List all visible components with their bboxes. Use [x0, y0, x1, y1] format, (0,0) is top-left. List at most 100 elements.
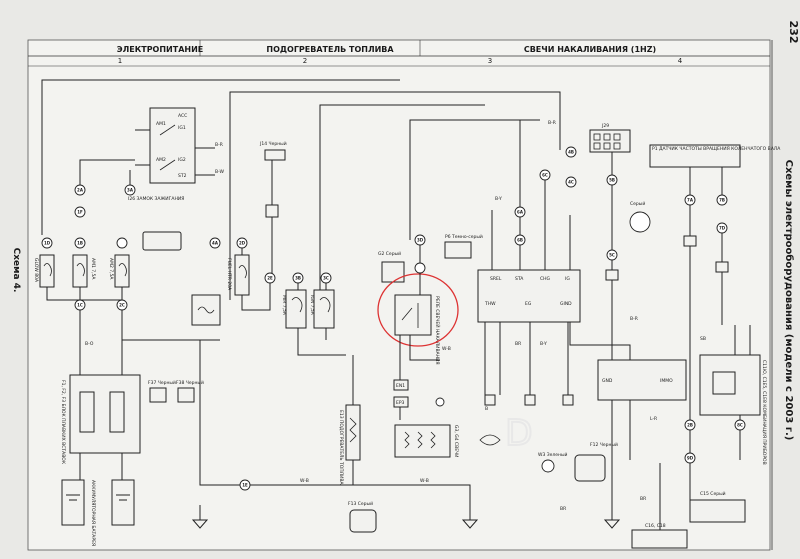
svg-text:ST2: ST2	[178, 173, 187, 179]
fuse-mir: MIR 7,5A	[281, 272, 307, 329]
svg-text:EG: EG	[525, 301, 532, 307]
svg-text:W-B: W-B	[420, 478, 429, 484]
connector-id-label: 3C	[323, 276, 329, 281]
connector-f38	[177, 387, 195, 403]
svg-text:J14 Черный: J14 Черный	[259, 140, 287, 147]
svg-text:P1 ДАТЧИК ЧАСТОТЫ ВРАЩЕНИЯ КОЛ: P1 ДАТЧИК ЧАСТОТЫ ВРАЩЕНИЯ КОЛЕНЧАТОГО В…	[652, 146, 781, 152]
svg-text:B-R: B-R	[548, 120, 556, 126]
header-power: ЭЛЕКТРОПИТАНИЕ	[117, 45, 204, 54]
connector-id-label: 4B	[568, 150, 574, 155]
connector-id-label: 1E	[242, 483, 248, 488]
svg-text:F38 Черный: F38 Черный	[176, 379, 204, 386]
fuse-block: F1, F2, F3 БЛОК ПЛАВКИХ ВСТАВОК	[60, 374, 141, 465]
crankshaft-sensor-p1: P1 ДАТЧИК ЧАСТОТЫ ВРАЩЕНИЯ КОЛЕНЧАТОГО В…	[629, 144, 781, 233]
wire-labels: B-R B-W B-O B BR B-Y B-R SB B-Y L-R BR B…	[85, 142, 706, 512]
svg-text:IGN 7,5A: IGN 7,5A	[309, 295, 315, 316]
svg-text:W3 Зеленый: W3 Зеленый	[538, 451, 568, 458]
svg-text:L-R: L-R	[650, 416, 657, 422]
connector-id-label: 2A	[77, 188, 84, 193]
svg-text:W-B: W-B	[442, 346, 451, 352]
svg-text:IG1: IG1	[178, 125, 186, 131]
scheme-label: Схема 4.	[11, 248, 21, 293]
svg-text:P6 Темно-серый: P6 Темно-серый	[445, 233, 483, 240]
connector-id-label: 2D	[239, 241, 246, 246]
top-bus: B-R	[41, 79, 561, 300]
svg-text:ACC: ACC	[178, 113, 187, 119]
connector-id-label: 1B	[77, 241, 83, 246]
connector-id-label: 6A	[517, 210, 524, 215]
connector-id-label: 9D	[687, 456, 694, 461]
svg-text:G3, G4 СВЕЧИ: G3, G4 СВЕЧИ	[453, 425, 459, 458]
connector-c16	[631, 529, 688, 549]
svg-text:BR: BR	[640, 496, 646, 502]
connector-c15	[689, 499, 746, 523]
svg-text:MIR 7,5A: MIR 7,5A	[281, 295, 287, 316]
connector-id-label: 1F	[77, 210, 83, 215]
connector-id-label: 7D	[719, 226, 726, 231]
svg-text:GIND: GIND	[560, 301, 572, 307]
svg-text:АККУМУЛЯТОРНАЯ БАТАРЕЯ: АККУМУЛЯТОРНАЯ БАТАРЕЯ	[90, 480, 96, 546]
svg-text:G2 Серый: G2 Серый	[378, 250, 401, 257]
connector-id-label: 2C	[119, 303, 125, 308]
column-3: 3	[488, 57, 492, 65]
connector-id-label: 2B	[687, 423, 693, 428]
svg-text:С11Ю, С1Е5, С1Е8 КОМБИНАЦИЯ ПР: С11Ю, С1Е5, С1Е8 КОМБИНАЦИЯ ПРИБОРОВ	[761, 360, 767, 465]
connector-f37	[149, 387, 167, 403]
connector-f13	[349, 509, 377, 533]
svg-text:E13 ПОДОГРЕВАТЕЛЬ ТОПЛИВА: E13 ПОДОГРЕВАТЕЛЬ ТОПЛИВА	[338, 410, 344, 485]
ignition-switch: AM1 ACC IG1 AM2 IG2 ST2 I26 ЗАМОК ЗАЖИГА…	[128, 107, 196, 202]
connector-id-label: 7B	[719, 198, 725, 203]
connector-id-label: 1C	[77, 303, 83, 308]
svg-text:B-R: B-R	[630, 316, 638, 322]
fuse-ign: IGN 7,5A	[309, 272, 335, 329]
connector-id-label: 3B	[295, 276, 301, 281]
connector-i26-icon	[142, 231, 182, 251]
svg-text:SREL: SREL	[490, 276, 502, 282]
glow-plugs: G3, G4 СВЕЧИ	[394, 424, 459, 458]
svg-text:EP3: EP3	[396, 400, 405, 406]
svg-text:B: B	[485, 406, 488, 412]
connector-p6	[444, 241, 472, 259]
ecu-block: SREL STA CHG IG THW EG GIND	[477, 269, 581, 323]
svg-text:B-Y: B-Y	[540, 341, 547, 347]
svg-text:B-Y: B-Y	[495, 196, 502, 202]
connector-id-label: 4A	[212, 241, 219, 246]
fuse-am2: AM2 7,5A	[108, 237, 130, 288]
connector-id-label: 4C	[568, 180, 574, 185]
connector-id-label: 6C	[542, 173, 548, 178]
connector-id-label: 5C	[609, 253, 615, 258]
svg-text:THW: THW	[484, 301, 496, 307]
svg-text:CHG: CHG	[540, 276, 551, 282]
connector-j29: J29	[589, 123, 631, 153]
svg-text:BR: BR	[515, 341, 521, 347]
fuse-am1: AM1 7,5A	[72, 237, 96, 288]
connector-id-label: 5B	[609, 178, 615, 183]
svg-text:GLOW 80A: GLOW 80A	[33, 258, 39, 283]
svg-text:IG: IG	[565, 276, 570, 282]
header-fuel-heater: ПОДОГРЕВАТЕЛЬ ТОПЛИВА	[266, 45, 394, 54]
connector-id-label: 2E	[267, 276, 273, 281]
svg-text:W-B: W-B	[300, 478, 309, 484]
svg-text:SB: SB	[700, 336, 706, 342]
svg-text:AM2: AM2	[156, 157, 166, 163]
svg-text:J29: J29	[601, 123, 609, 129]
side-title: Схемы электрооборудования (модели с 2003…	[783, 160, 795, 441]
connector-id-label: 8C	[737, 423, 743, 428]
svg-text:C16, C18: C16, C18	[645, 523, 666, 529]
svg-text:AM2 7,5A: AM2 7,5A	[108, 258, 114, 280]
ignition-switch-label: I26 ЗАМОК ЗАЖИГАНИЯ	[128, 196, 184, 202]
connector-id-label: 6B	[517, 238, 523, 243]
relay-am	[191, 294, 221, 326]
svg-text:B-O: B-O	[85, 341, 94, 347]
svg-text:AM1 7,5A: AM1 7,5A	[90, 258, 96, 280]
svg-text:F12 Черный: F12 Черный	[590, 441, 618, 448]
glow-plug-relay: РЕЛЕ СВЕЧЕЙ НАКАЛИВАНИЯ	[394, 294, 441, 365]
svg-text:F1, F2, F3 БЛОК ПЛАВКИХ ВСТАВО: F1, F2, F3 БЛОК ПЛАВКИХ ВСТАВОК	[60, 380, 66, 465]
page-number: 232	[787, 21, 800, 44]
svg-text:GND: GND	[602, 378, 613, 384]
svg-text:РЕЛЕ СВЕЧЕЙ НАКАЛИВАНИЯ: РЕЛЕ СВЕЧЕЙ НАКАЛИВАНИЯ	[434, 296, 441, 365]
highlight-circle	[377, 273, 459, 347]
connector-g2	[381, 261, 405, 283]
connector-id-label: 7A	[687, 198, 694, 203]
